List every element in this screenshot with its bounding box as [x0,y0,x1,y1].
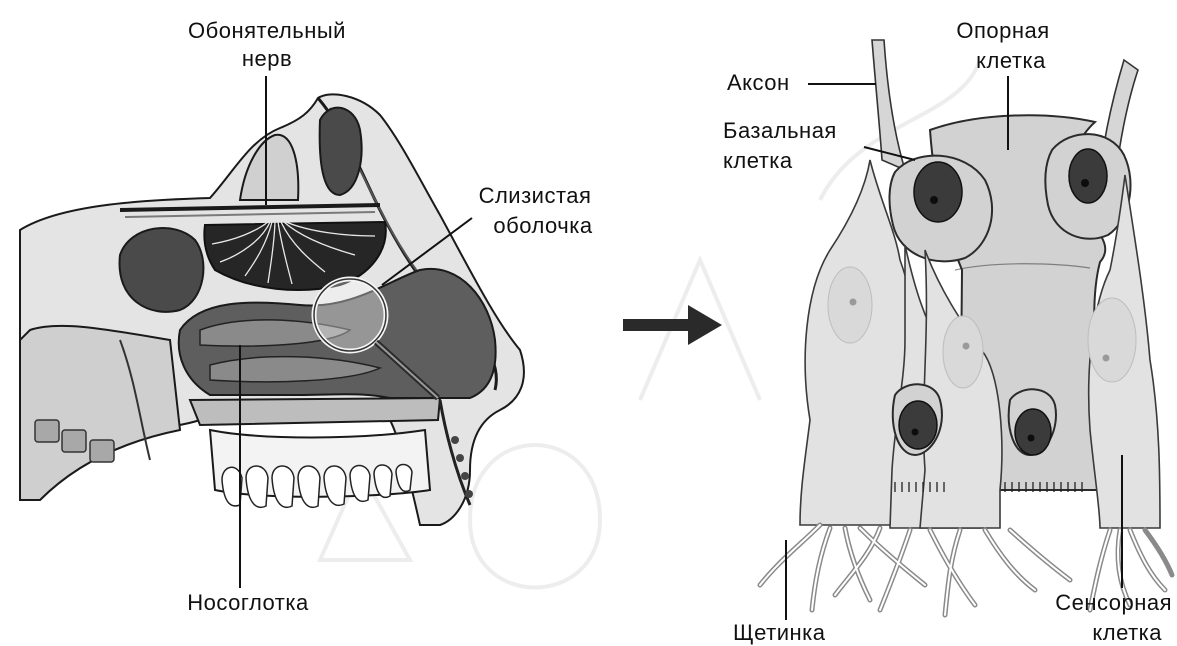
label-mucous-membrane-line1: Слизистая [479,183,592,208]
label-axon: Аксон [727,70,790,95]
sensory-cell-3-nucleus [943,316,983,388]
frontal-sinus [320,108,362,195]
sensory-cell-1-nucleus [828,267,872,343]
pharynx [20,326,180,500]
label-sensory-cell-line2: клетка [1092,620,1162,645]
label-supporting-cell-line2: клетка [976,48,1046,73]
label-nasopharynx: Носоглотка [187,590,309,615]
label-supporting-cell-line1: Опорная [956,18,1049,43]
hard-palate [190,398,440,425]
label-mucous-membrane-line2: оболочка [493,213,592,238]
teeth [222,465,412,508]
sphenoid-sinus [120,228,204,312]
lower-nucleus-left [899,401,937,449]
nasal-cavity-illustration [20,94,524,525]
basal-cell-left-nucleus [914,162,962,222]
label-olfactory-nerve-line2: нерв [242,46,292,71]
label-sensory-cell-line1: Сенсорная [1055,590,1172,615]
lower-nucleus-right [1015,409,1051,455]
sensory-cell-4-nucleus [1088,298,1136,382]
label-olfactory-nerve-line1: Обонятельный [188,18,346,43]
basal-cell-right-nucleus [1069,149,1107,203]
label-basal-cell-line2: клетка [723,148,793,173]
olfactory-bulb [240,135,298,200]
label-basal-cell-line1: Базальная [723,118,837,143]
transition-arrow [623,305,722,345]
label-cilium: Щетинка [733,620,826,645]
